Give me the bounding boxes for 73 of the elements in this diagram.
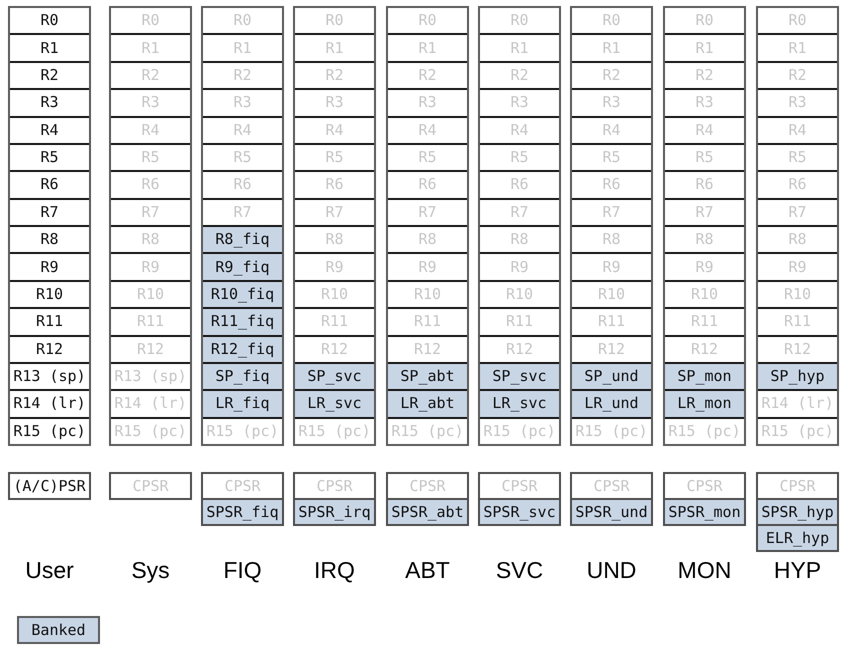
banked-register: R10_fiq (203, 280, 282, 308)
banked-register: SP_svc (295, 362, 374, 390)
status-shared-register: CPSR (663, 472, 746, 500)
register-column (8, 6, 91, 446)
status-shared-register: CPSR (756, 472, 839, 500)
banked-register: LR_svc (480, 389, 559, 417)
register-column (386, 6, 469, 446)
status-banked-register: SPSR_mon (663, 498, 746, 526)
status-shared-register: CPSR (201, 472, 284, 500)
status-banked-register: SPSR_irq (293, 498, 376, 526)
shared-register: R8 (111, 225, 190, 252)
status-shared-register: CPSR (478, 472, 561, 500)
register-entry: R13 (sp) (10, 362, 89, 390)
shared-register: R8 (295, 225, 374, 252)
shared-register: R8 (388, 225, 467, 252)
status-banked-register: SPSR_fiq (201, 498, 284, 526)
status-register-entry: (A/C)PSR (8, 472, 91, 500)
register-column (109, 6, 192, 446)
banked-register: SP_mon (665, 362, 744, 390)
register-column (663, 6, 746, 446)
mode-label: IRQ (313, 556, 356, 584)
status-shared-register: CPSR (386, 472, 469, 500)
banked-register: R12_fiq (203, 334, 282, 362)
banked-register: SP_und (572, 362, 651, 390)
banked-register: SP_hyp (758, 362, 837, 390)
status-banked-register: SPSR_abt (386, 498, 469, 526)
banked-register: R8_fiq (203, 225, 282, 252)
mode-label: Sys (130, 556, 171, 584)
shared-register: R5 (572, 142, 651, 170)
shared-register: R5 (295, 142, 374, 170)
banked-register: SP_fiq (203, 362, 282, 390)
register-entry: R5 (10, 142, 89, 170)
banked-register: SP_abt (388, 362, 467, 390)
status-shared-register: CPSR (293, 472, 376, 500)
shared-register: R5 (388, 142, 467, 170)
banked-register: R9_fiq (203, 252, 282, 280)
mode-label: HYP (772, 556, 822, 584)
shared-register: R13 (sp) (111, 362, 190, 390)
register-entry: R8 (10, 225, 89, 252)
banked-register: LR_fiq (203, 389, 282, 417)
register-column (201, 6, 284, 446)
status-banked-register: SPSR_hyp (756, 498, 839, 526)
banked-register: LR_mon (665, 389, 744, 417)
legend-key: Banked (17, 616, 100, 644)
status-banked-register: SPSR_und (570, 498, 653, 526)
register-column (570, 6, 653, 446)
mode-label: User (24, 556, 75, 584)
banked-register: LR_und (572, 389, 651, 417)
banked-register: SP_svc (480, 362, 559, 390)
mode-label: UND (586, 556, 638, 584)
mode-label: ABT (404, 556, 451, 584)
shared-register: R8 (480, 225, 559, 252)
mode-label: FIQ (222, 556, 263, 584)
register-column (478, 6, 561, 446)
shared-register: R8 (665, 225, 744, 252)
shared-register: R5 (758, 142, 837, 170)
status-banked-register: ELR_hyp (756, 524, 839, 552)
register-column (756, 6, 839, 446)
status-shared-register: CPSR (570, 472, 653, 500)
shared-register: R5 (480, 142, 559, 170)
register-column (293, 6, 376, 446)
mode-label: MON (676, 556, 732, 584)
shared-register: R5 (203, 142, 282, 170)
shared-register: R8 (572, 225, 651, 252)
mode-label: SVC (494, 556, 544, 584)
status-shared-register: CPSR (109, 472, 192, 500)
status-banked-register: SPSR_svc (478, 498, 561, 526)
shared-register: R5 (111, 142, 190, 170)
banked-register: LR_abt (388, 389, 467, 417)
shared-register: R8 (758, 225, 837, 252)
banked-register: R11_fiq (203, 307, 282, 334)
banked-register: LR_svc (295, 389, 374, 417)
shared-register: R5 (665, 142, 744, 170)
